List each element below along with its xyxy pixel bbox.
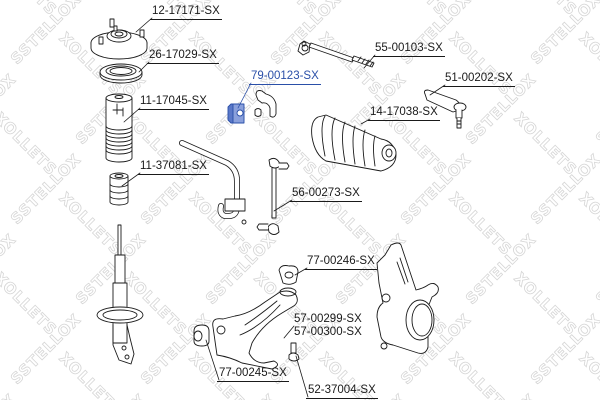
bump-stop-part[interactable] [109, 172, 129, 206]
callout-bump-stop[interactable]: 11-37081-SX [138, 160, 209, 175]
bump-stop-boot-part[interactable] [105, 93, 133, 163]
callout-arm-bushing-rear[interactable]: 77-00246-SX [305, 255, 377, 270]
tie-rod-part[interactable] [297, 40, 375, 68]
stabilizer-link-part[interactable] [256, 157, 290, 235]
steering-boot-part[interactable] [311, 114, 397, 172]
callout-control-arm-right[interactable]: 57-00300-SX [294, 326, 362, 338]
stabilizer-bushing-part[interactable] [227, 103, 245, 124]
stabilizer-bracket-part[interactable] [254, 90, 277, 118]
callout-control-arm-left[interactable]: 57-00299-SX [294, 313, 362, 325]
callout-steering-boot[interactable]: 14-17038-SX [368, 106, 440, 121]
callout-arm-bushing-front[interactable]: 77-00245-SX [217, 367, 289, 382]
callout-stabilizer-bushing[interactable]: 79-00123-SX [249, 70, 321, 85]
strut-mount-part[interactable] [90, 18, 148, 60]
callout-tie-rod-end[interactable]: 51-00202-SX [443, 72, 515, 87]
stabilizer-bar-part[interactable] [179, 140, 247, 225]
callout-stabilizer-link[interactable]: 56-00273-SX [290, 187, 362, 202]
callout-tie-rod[interactable]: 55-00103-SX [373, 42, 445, 57]
tie-rod-end-part[interactable] [423, 89, 467, 129]
callout-bump-stop-boot[interactable]: 11-17045-SX [138, 95, 209, 110]
callout-strut-mount[interactable]: 12-17171-SX [150, 5, 222, 20]
leader-lines [121, 17, 446, 398]
lower-control-arm-part[interactable] [212, 287, 298, 370]
arm-bushing-front-part[interactable] [193, 324, 210, 347]
callout-strut-bearing[interactable]: 26-17029-SX [147, 49, 219, 64]
strut-bearing-part[interactable] [99, 63, 143, 84]
highlight-leader-line [237, 82, 252, 109]
shock-absorber-part[interactable] [96, 224, 144, 365]
arm-bushing-rear-part[interactable] [278, 265, 299, 285]
ball-joint-part[interactable] [288, 342, 300, 362]
steering-knuckle-part[interactable] [376, 242, 439, 354]
callout-ball-joint[interactable]: 52-37004-SX [306, 384, 378, 399]
